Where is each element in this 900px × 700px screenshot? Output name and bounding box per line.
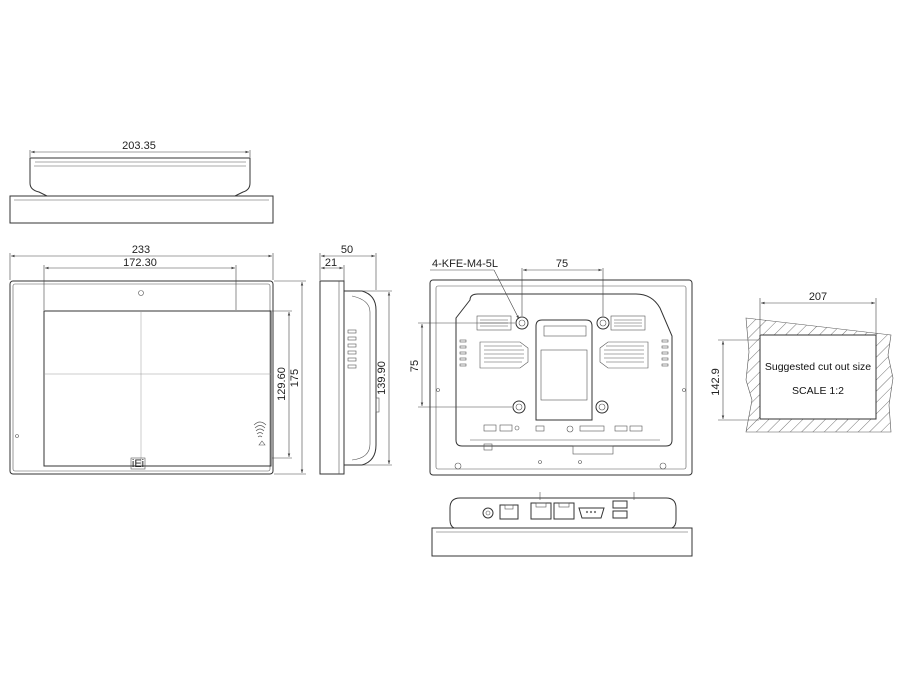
side-height-label: 139.90: [376, 361, 388, 395]
bottom-view: [431, 492, 693, 557]
screw-spec-label: 4-KFE-M4-5L: [432, 258, 498, 270]
rear-mount-spacing-h-label: 75: [556, 258, 568, 270]
mount-hole-br: [595, 400, 609, 414]
usb-port-1-icon: [612, 500, 628, 509]
rj45-port-icon: [499, 504, 519, 520]
front-outer-height-label: 175: [289, 369, 301, 387]
mount-hole-tr: [596, 316, 610, 330]
cutout-height-label: 142.9: [710, 368, 722, 396]
side-front-depth-label: 21: [325, 257, 337, 269]
front-screen-width-label: 172.30: [123, 257, 157, 269]
scale-note: SCALE 1:2: [792, 385, 844, 397]
front-outer-width-label: 233: [132, 244, 150, 256]
lan-port-1-icon: [530, 502, 552, 520]
cutout-width-label: 207: [809, 291, 827, 303]
rear-vent-right: [599, 341, 649, 369]
front-logo: iEi: [132, 458, 144, 470]
cutout-view: Suggested cut out size SCALE 1:2 207 142…: [710, 291, 894, 433]
mount-hole-bl: [512, 400, 526, 414]
dc-jack-icon: [482, 507, 494, 519]
logo-box: [130, 457, 146, 470]
top-view: 203.35: [9, 140, 274, 224]
rear-edge-slots: [459, 339, 669, 367]
front-view: iEi 233 172.30 129.60 175: [9, 244, 306, 475]
nfc-icon: [253, 421, 267, 446]
front-screen-height-label: 129.60: [276, 367, 288, 401]
top-vent-right: [610, 315, 646, 331]
usb-port-2-icon: [612, 510, 628, 519]
serial-port-icon: [578, 507, 605, 519]
side-view: 50 21 139.90: [319, 244, 392, 475]
rear-view: 75 75 4-KFE-M4-5L: [409, 258, 693, 476]
mount-hole-tl: [515, 316, 529, 330]
lan-port-2-icon: [553, 502, 575, 520]
top-view-width-label: 203.35: [122, 140, 156, 152]
side-depth-label: 50: [341, 244, 353, 256]
side-vents: [347, 329, 357, 369]
rear-vent-left: [479, 341, 529, 369]
cutout-note: Suggested cut out size: [765, 361, 871, 373]
rear-mount-spacing-v-label: 75: [409, 360, 421, 372]
port-icons: [483, 424, 643, 455]
